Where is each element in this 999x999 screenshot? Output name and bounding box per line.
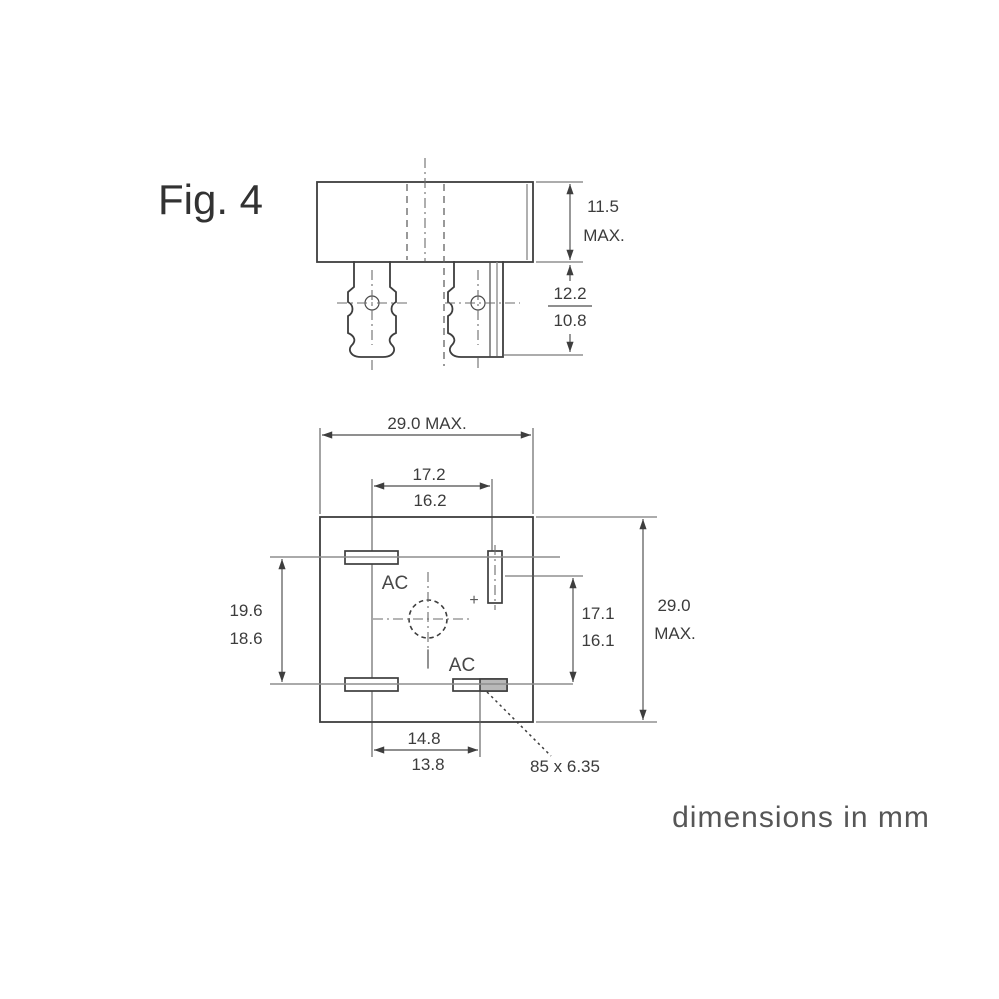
- terminal-ac-bottom-center-shaded: [479, 678, 508, 692]
- dim-text-plan-height: 29.0: [657, 596, 690, 615]
- dim-text-top-span-max: 17.2: [412, 465, 445, 484]
- figure-label: Fig. 4: [158, 176, 263, 223]
- side-view: 11.5 MAX. 12.2 10.8: [316, 158, 625, 372]
- component-body-plan: [319, 516, 534, 723]
- dim-text-top-span-min: 16.2: [413, 491, 446, 510]
- plan-view: 29.0 MAX. 17.2 16.2 AC AC: [229, 414, 695, 776]
- dim-text-body-width: 29.0 MAX.: [387, 414, 466, 433]
- dim-text-left-span-max: 19.6: [229, 601, 262, 620]
- terminal-note-leader: [486, 691, 552, 757]
- ac-label-bottom: AC: [449, 655, 475, 676]
- dim-text-body-height: 11.5: [587, 197, 619, 216]
- dim-text-lead-max: 12.2: [553, 284, 586, 303]
- dim-text-lead-min: 10.8: [553, 311, 586, 330]
- plan-right-dimension: 29.0 MAX.: [536, 516, 696, 723]
- ac-label-top: AC: [382, 573, 408, 594]
- terminal-plus: [487, 550, 503, 604]
- plan-bottom-dimension: 14.8 13.8: [374, 692, 481, 774]
- plan-inner-right-dimension: 17.1 16.1: [505, 575, 615, 682]
- dim-text-left-span-min: 18.6: [229, 629, 262, 648]
- dim-text-plan-height-qual: MAX.: [654, 624, 696, 643]
- dim-text-right-span-min: 16.1: [581, 631, 614, 650]
- body-hidden-lines: [406, 158, 445, 366]
- side-view-dimensions: 11.5 MAX. 12.2 10.8: [503, 181, 625, 356]
- dim-text-body-height-qual: MAX.: [583, 226, 625, 245]
- plus-label: +: [469, 592, 478, 609]
- dim-text-bottom-span-max: 14.8: [407, 729, 440, 748]
- dim-text-bottom-span-min: 13.8: [411, 755, 444, 774]
- left-lead: [337, 261, 410, 372]
- plan-top-dimension: 29.0 MAX.: [319, 414, 534, 514]
- plan-upper-span-dimension: 17.2 16.2: [371, 465, 493, 757]
- mounting-hole: [373, 572, 473, 669]
- terminal-note-text: 85 x 6.35: [530, 757, 600, 776]
- right-lead: [445, 261, 520, 370]
- units-note: dimensions in mm: [672, 801, 930, 834]
- dim-text-right-span-max: 17.1: [581, 604, 614, 623]
- plan-left-dimension: 19.6 18.6: [229, 559, 286, 682]
